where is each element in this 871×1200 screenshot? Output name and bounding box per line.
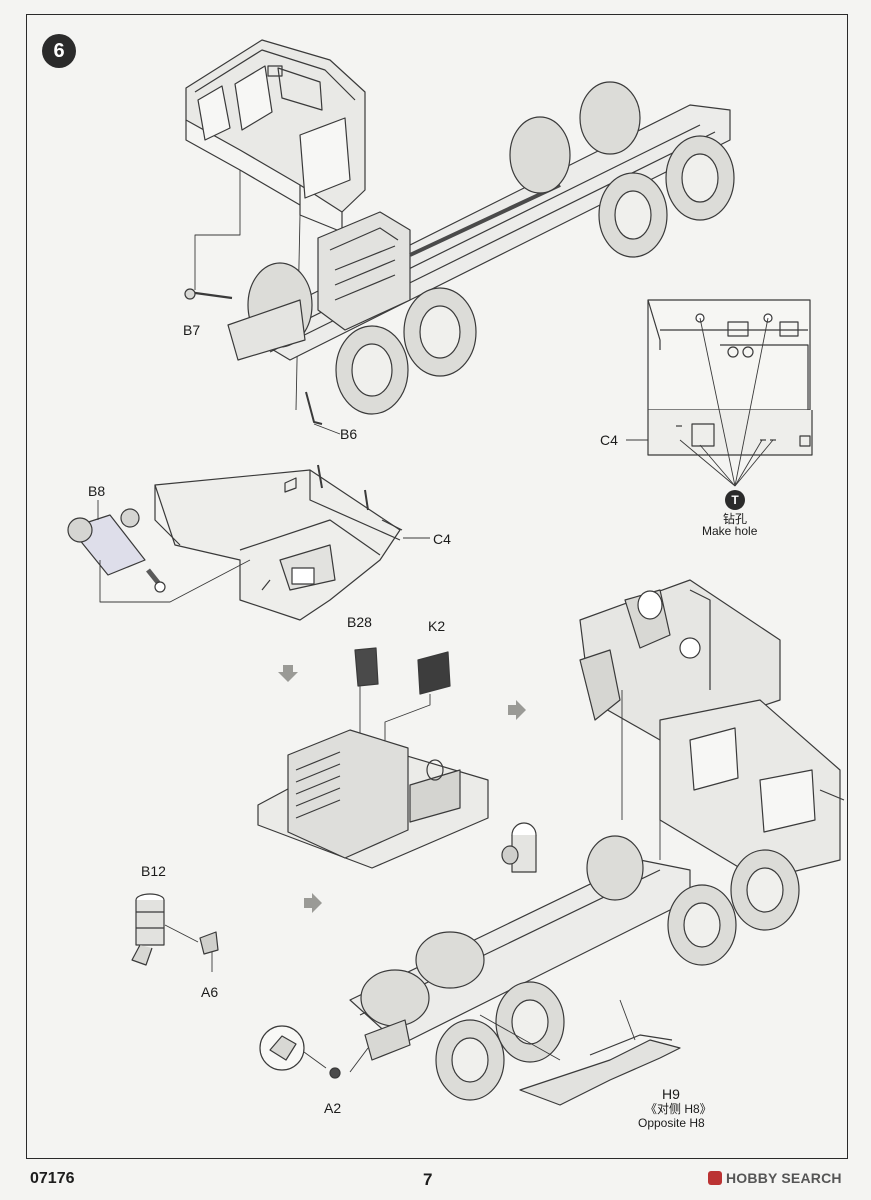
part-label-k2: K2	[428, 618, 446, 634]
part-label-h9: H9	[662, 1086, 680, 1102]
engine-platform-drawing	[257, 647, 537, 873]
truck-bottom-drawing	[349, 579, 845, 1106]
truck-top-drawing	[184, 39, 735, 435]
drill-note-zh: 钻孔	[723, 512, 748, 526]
part-label-b7: B7	[183, 322, 201, 338]
part-label-c4: C4	[433, 531, 451, 547]
b12-a6-drawing	[131, 893, 219, 972]
part-label-a2: A2	[324, 1100, 342, 1116]
opposite-note-zh: 《对侧 H8》	[645, 1102, 712, 1116]
part-label-b6: B6	[340, 426, 358, 442]
right-arrow-icon-2	[304, 893, 322, 913]
step-number-badge: 6	[42, 34, 76, 68]
hobby-search-logo-icon	[708, 1171, 722, 1185]
down-arrow-icon	[278, 665, 298, 682]
part-label-b8: B8	[88, 483, 106, 499]
drill-note-en: Make hole	[702, 524, 758, 538]
watermark: HOBBY SEARCH	[708, 1170, 842, 1186]
a2-detail-drawing	[259, 1025, 341, 1079]
c4-platform-drawing	[67, 464, 430, 621]
drill-icon: T	[725, 490, 745, 510]
opposite-note-en: Opposite H8	[638, 1116, 705, 1130]
watermark-text: HOBBY SEARCH	[726, 1170, 842, 1186]
part-label-c4-detail: C4	[600, 432, 618, 448]
right-arrow-icon	[508, 700, 526, 720]
part-label-b12: B12	[141, 863, 166, 879]
part-label-b28: B28	[347, 614, 372, 630]
part-label-a6: A6	[201, 984, 219, 1000]
c4-detail-drawing	[626, 299, 813, 487]
page-number: 7	[423, 1170, 433, 1189]
model-code: 07176	[30, 1170, 75, 1187]
page-frame	[26, 14, 848, 1159]
